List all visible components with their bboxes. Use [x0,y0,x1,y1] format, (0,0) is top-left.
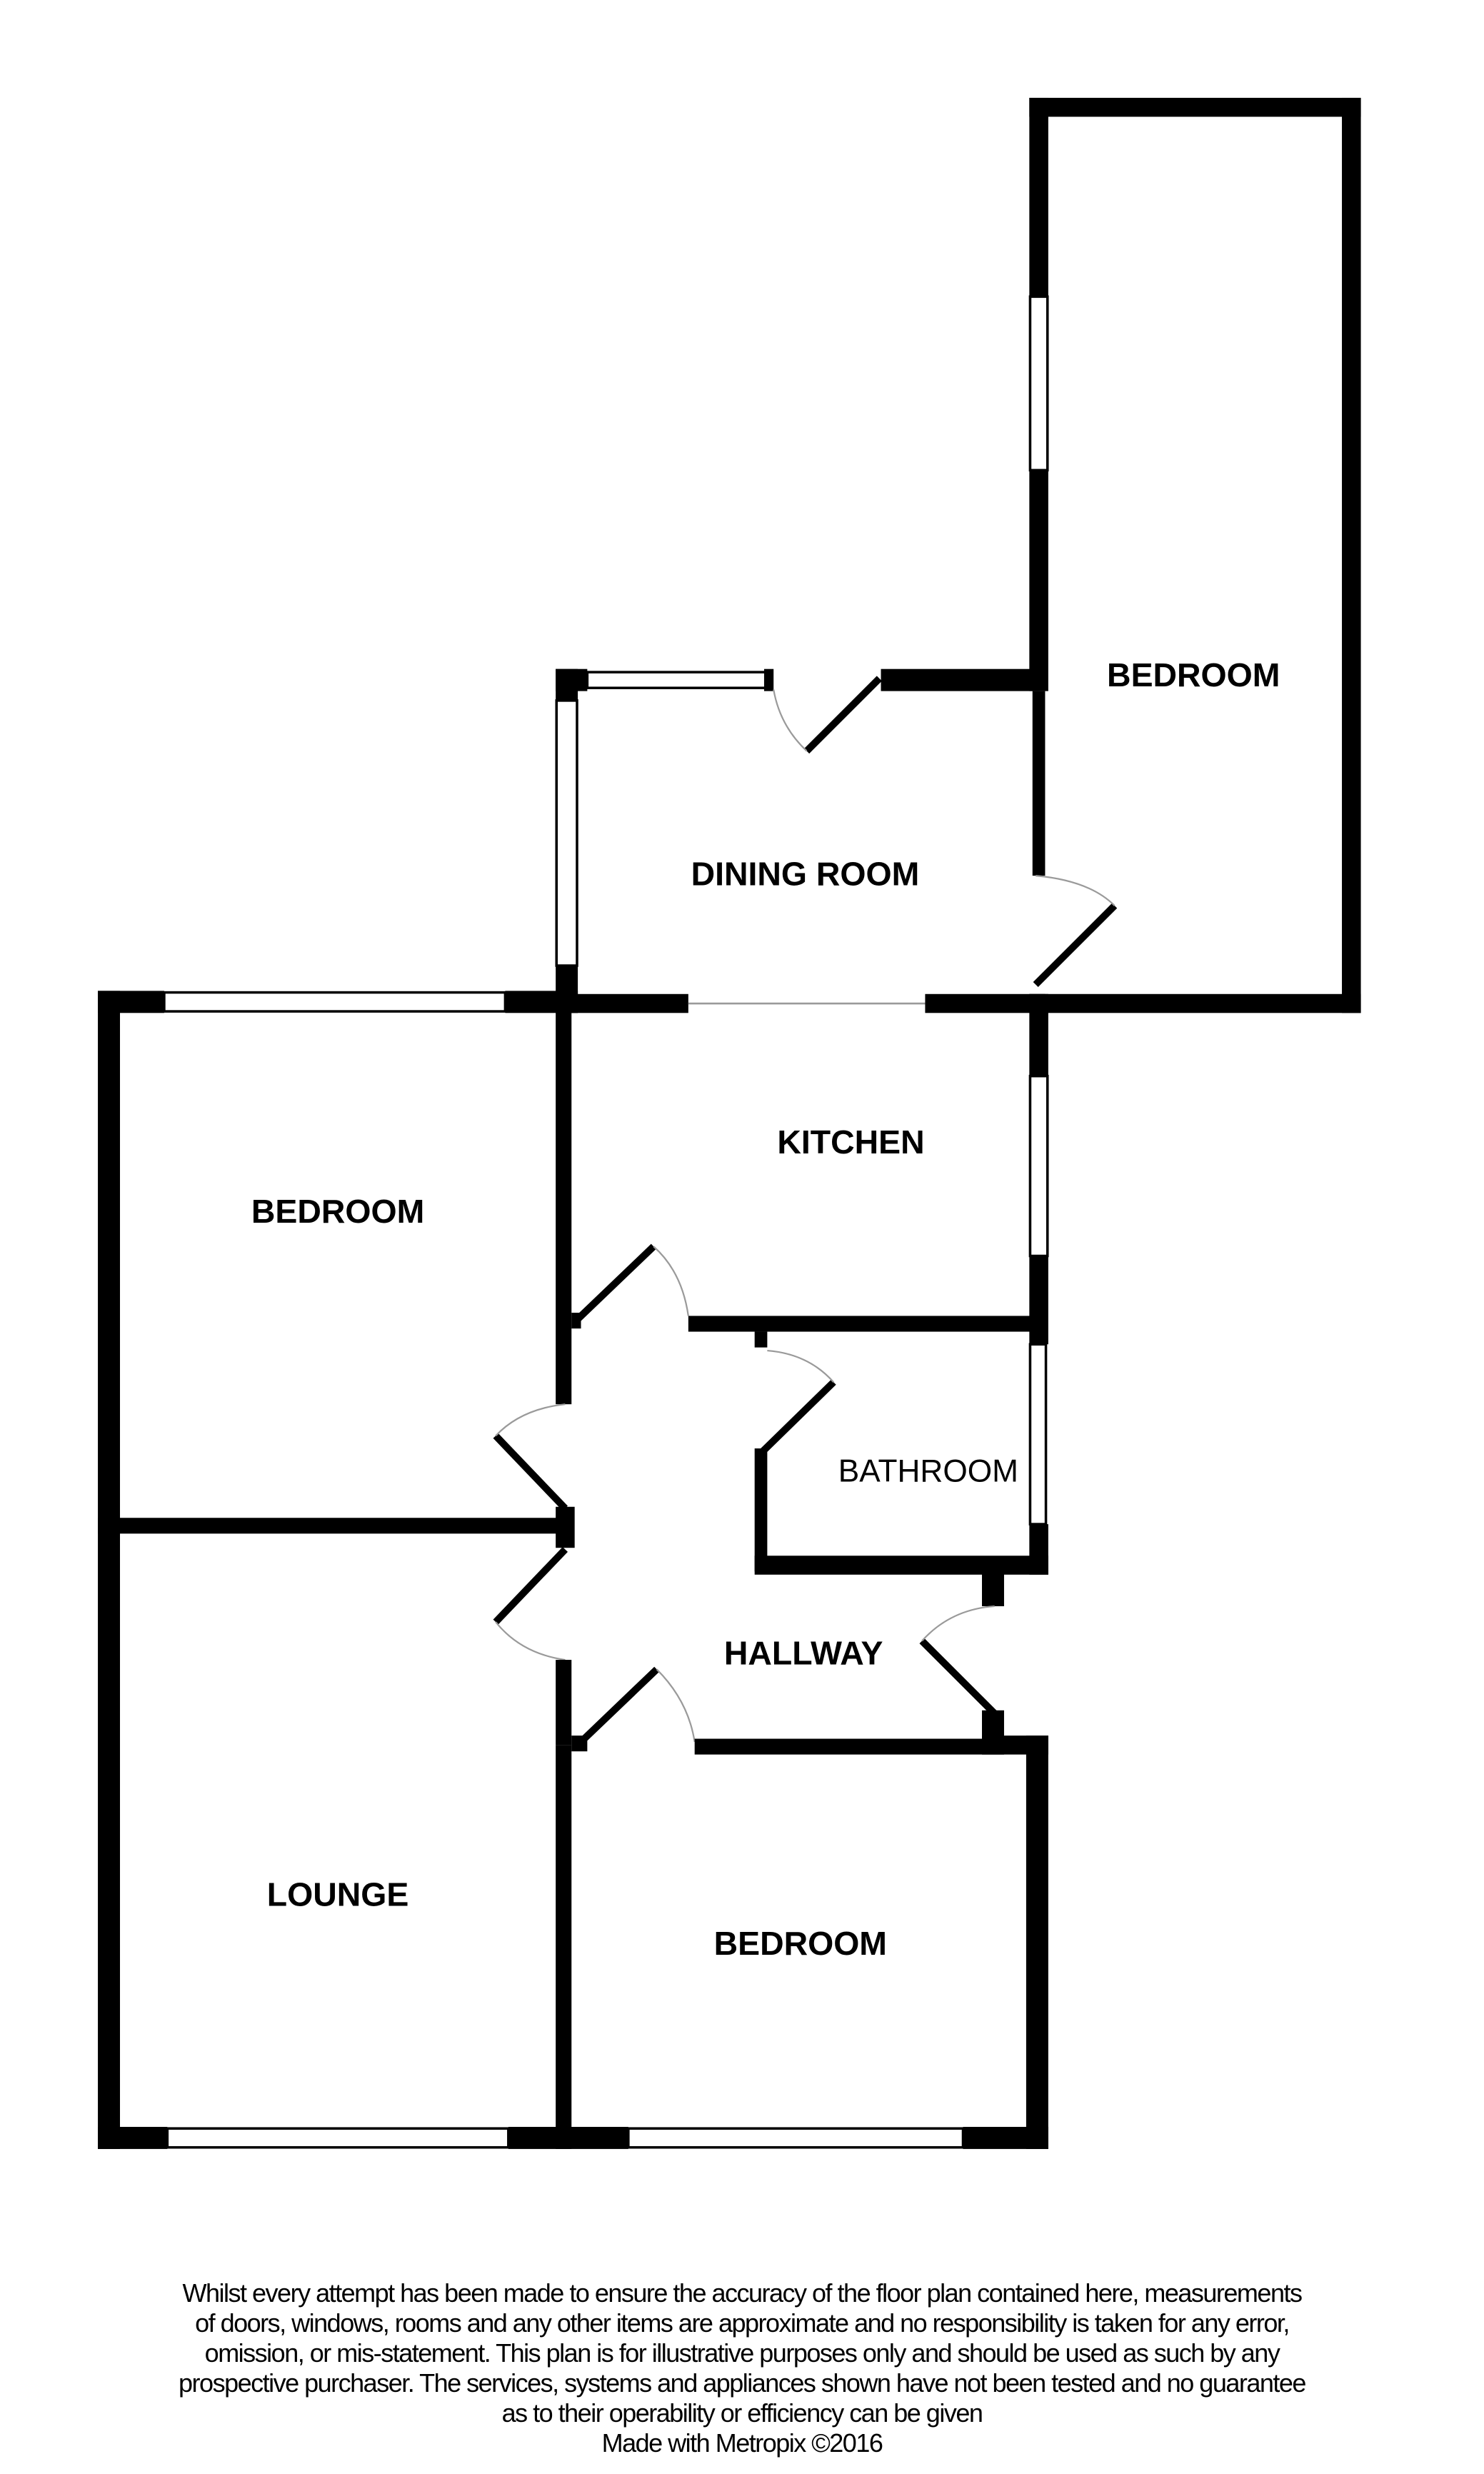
wall [763,668,774,691]
wall [1029,993,1048,1076]
door-swing [767,1349,835,1383]
wall [982,1736,1048,1755]
room-label: BEDROOM [251,1193,424,1230]
wall [1342,97,1361,1013]
room-label: LOUNGE [267,1876,409,1913]
room-bedroom-bottom: BEDROOM [508,1736,1048,2149]
wall [881,668,1039,691]
wall [1029,993,1361,1013]
disclaimer-line: as to their operability or efficiency ca… [501,2398,983,2428]
wall [688,1316,1046,1332]
door-swing [656,1668,696,1743]
window [1028,1074,1049,1258]
door-swing [773,689,808,752]
wall [556,1745,572,2149]
window [1028,295,1049,472]
wall [754,1556,1048,1575]
disclaimer: Whilst every attempt has been made to en… [71,2278,1413,2458]
room-label: BATHROOM [838,1453,1018,1488]
metropix-credit: Made with Metropix ©2016 [601,2428,883,2458]
door [575,1243,656,1322]
wall [98,2126,168,2149]
room-bedroom-left: BEDROOM [98,991,578,2149]
wall [556,668,578,701]
wall [1029,97,1048,297]
wall [98,1518,572,1534]
room-dining: DINING ROOM [555,668,1046,1013]
wall [556,991,572,1405]
room-label: DINING ROOM [691,855,920,892]
window [627,2127,965,2149]
room-label: BEDROOM [1107,656,1280,693]
wall [1026,1736,1048,2149]
wall [754,1331,768,1348]
wall [694,1738,1004,1755]
door [919,1638,998,1716]
room-label: BEDROOM [714,1925,887,1962]
disclaimer-line: of doors, windows, rooms and any other i… [195,2308,1290,2338]
room-kitchen: KITCHEN [571,993,1049,1345]
wall [1032,691,1046,876]
window [555,699,578,967]
disclaimer-line: prospective purchaser. The services, sys… [179,2368,1306,2398]
room-hallway: HALLWAY [493,1403,1004,1755]
door [804,676,882,754]
wall [1029,97,1361,117]
wall [1029,470,1048,691]
room-label: HALLWAY [724,1635,883,1672]
wall [982,1571,1004,1606]
door [578,1666,660,1745]
wall [925,993,1046,1013]
window [166,2127,510,2149]
wall [556,1506,575,1548]
disclaimer-line: omission, or mis-statement. This plan is… [204,2338,1280,2368]
door [760,1379,836,1455]
wall [98,991,121,2149]
window [1028,1343,1048,1526]
room-lounge: LOUNGE [98,1745,572,2149]
door-swing [653,1246,689,1316]
window [163,991,507,1013]
door-swing [495,1621,566,1661]
disclaimer-line: Whilst every attempt has been made to en… [182,2278,1303,2308]
window [586,671,769,689]
room-bedroom-top-right: BEDROOM [1028,97,1361,1013]
door [493,1546,568,1625]
room-bathroom: BATHROOM [754,1331,1048,1575]
room-label: KITCHEN [777,1123,924,1161]
wall [556,1660,572,1746]
door-swing [921,1605,995,1642]
door-swing [1036,874,1115,906]
wall [754,1448,768,1572]
door-swing [495,1403,566,1437]
door [493,1433,568,1511]
wall [508,2126,628,2149]
door [1033,903,1118,988]
